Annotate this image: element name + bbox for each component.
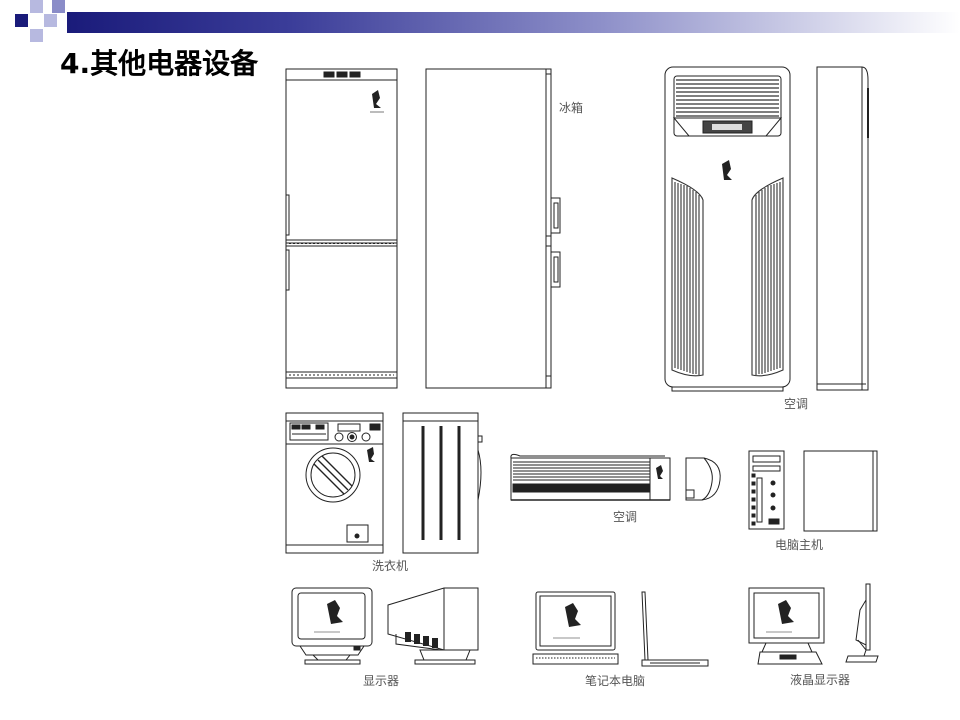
crt-monitor-side [387,587,479,665]
ac-grille-lines [676,79,779,117]
label-fridge: 冰箱 [559,101,584,115]
label-crt-monitor: 显示器 [363,674,400,688]
label-pc-tower: 电脑主机 [775,538,824,552]
washer-front [285,412,384,554]
laptop-front [532,591,619,665]
pc-tower-front [748,450,785,530]
fridge-front [285,68,398,389]
floor-ac-front [664,66,791,392]
label-washer: 洗衣机 [372,559,409,573]
washer-side [402,412,483,554]
split-ac-side [685,457,721,501]
brand-logo-icon [367,447,375,462]
header-gradient-bar [67,12,960,33]
accent-square-light [30,29,43,42]
label-laptop: 笔记本电脑 [585,674,646,688]
accent-square-dark [15,14,28,27]
accent-square-mid [52,0,65,13]
ac-right-vent [751,177,784,377]
accent-square-light [30,0,43,13]
header-decoration [0,0,960,42]
pc-tower-side [803,450,878,532]
lcd-monitor-side [845,583,879,663]
accent-square-light [44,14,57,27]
ac-left-vent [671,177,704,377]
crt-monitor-front [291,587,373,665]
floor-ac-side [816,66,869,391]
label-floor-ac: 空调 [784,397,809,411]
brand-logo-icon [722,160,732,180]
slide-title: 4.其他电器设备 [60,47,259,80]
brand-logo-icon [656,465,663,479]
lcd-monitor-front [748,587,825,665]
brand-logo-icon [370,90,384,113]
label-split-ac: 空调 [613,510,638,524]
laptop-side [641,591,709,667]
fridge-side [425,68,561,389]
label-lcd-monitor: 液晶显示器 [790,673,851,687]
split-ac-indoor [510,453,671,501]
